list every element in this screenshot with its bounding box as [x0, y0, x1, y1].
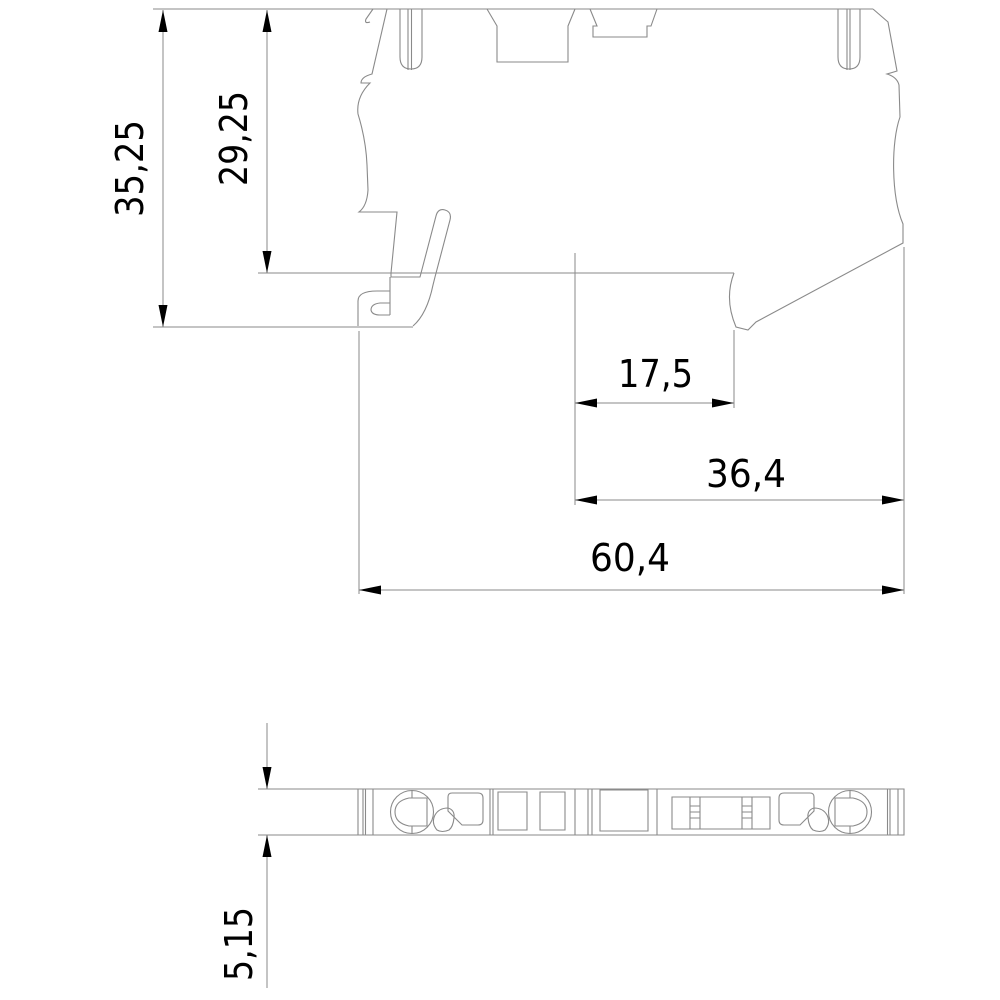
screw-slot-left-slit: [407, 9, 413, 70]
bottom-view-body: [357, 788, 905, 836]
window-square-a: [497, 791, 528, 831]
left-divider-lines: [362, 789, 374, 835]
screw-slot-right: [837, 9, 861, 70]
arrow-left-icon: [575, 398, 597, 408]
side-view: [153, 8, 904, 331]
dim-label-overall-width: 60,4: [590, 536, 670, 580]
right-divider-lines: [886, 789, 899, 835]
left-profile-edge: [357, 8, 451, 327]
window-square-b: [539, 791, 566, 831]
screw-slot-right-slit: [846, 9, 851, 70]
arrow-down-icon: [158, 305, 168, 327]
arrow-up-icon: [262, 835, 272, 857]
arrow-down-icon: [262, 251, 272, 273]
dimension-labels: 35,25 29,25 17,5 36,4 60,4 5,15: [108, 91, 786, 981]
center-window-rect: [599, 789, 649, 832]
din-rail-hook: [357, 277, 391, 326]
arrow-right-icon: [882, 585, 904, 595]
top-recess: [486, 8, 576, 63]
arrow-right-icon: [882, 495, 904, 505]
marker-tab-2: [741, 797, 753, 829]
arrow-left-icon: [359, 585, 381, 595]
corner-tick: [364, 8, 374, 24]
conductor-opening-left: [447, 792, 484, 826]
arrow-right-icon: [712, 398, 734, 408]
dimension-lines: [162, 10, 905, 988]
right-profile-edge: [728, 8, 904, 331]
center-groove: [589, 8, 658, 38]
clamp-blob-right: [807, 807, 830, 833]
arrow-left-icon: [575, 495, 597, 505]
clamp-blob-left: [432, 807, 455, 833]
dim-label-body-width: 36,4: [706, 452, 786, 496]
arrow-down-icon: [262, 767, 272, 789]
divider-group-mid: [574, 789, 593, 835]
divider-pair-a: [489, 789, 494, 835]
dim-label-upper-height: 29,25: [212, 91, 256, 186]
marker-tab-1: [689, 797, 701, 829]
conductor-opening-right: [778, 792, 815, 826]
screw-head-left-d-slot: [394, 797, 428, 827]
arrow-up-icon: [158, 10, 168, 32]
dim-label-inner-width: 17,5: [618, 352, 693, 396]
dimension-arrowheads: [158, 10, 904, 857]
dim-label-overall-height: 35,25: [108, 120, 152, 217]
marker-field-rect: [671, 796, 771, 830]
dim-label-base-thickness: 5,15: [217, 907, 261, 981]
bottom-view: [357, 788, 905, 836]
arrow-up-icon: [262, 10, 272, 32]
screw-head-right-d-slot: [834, 797, 868, 827]
